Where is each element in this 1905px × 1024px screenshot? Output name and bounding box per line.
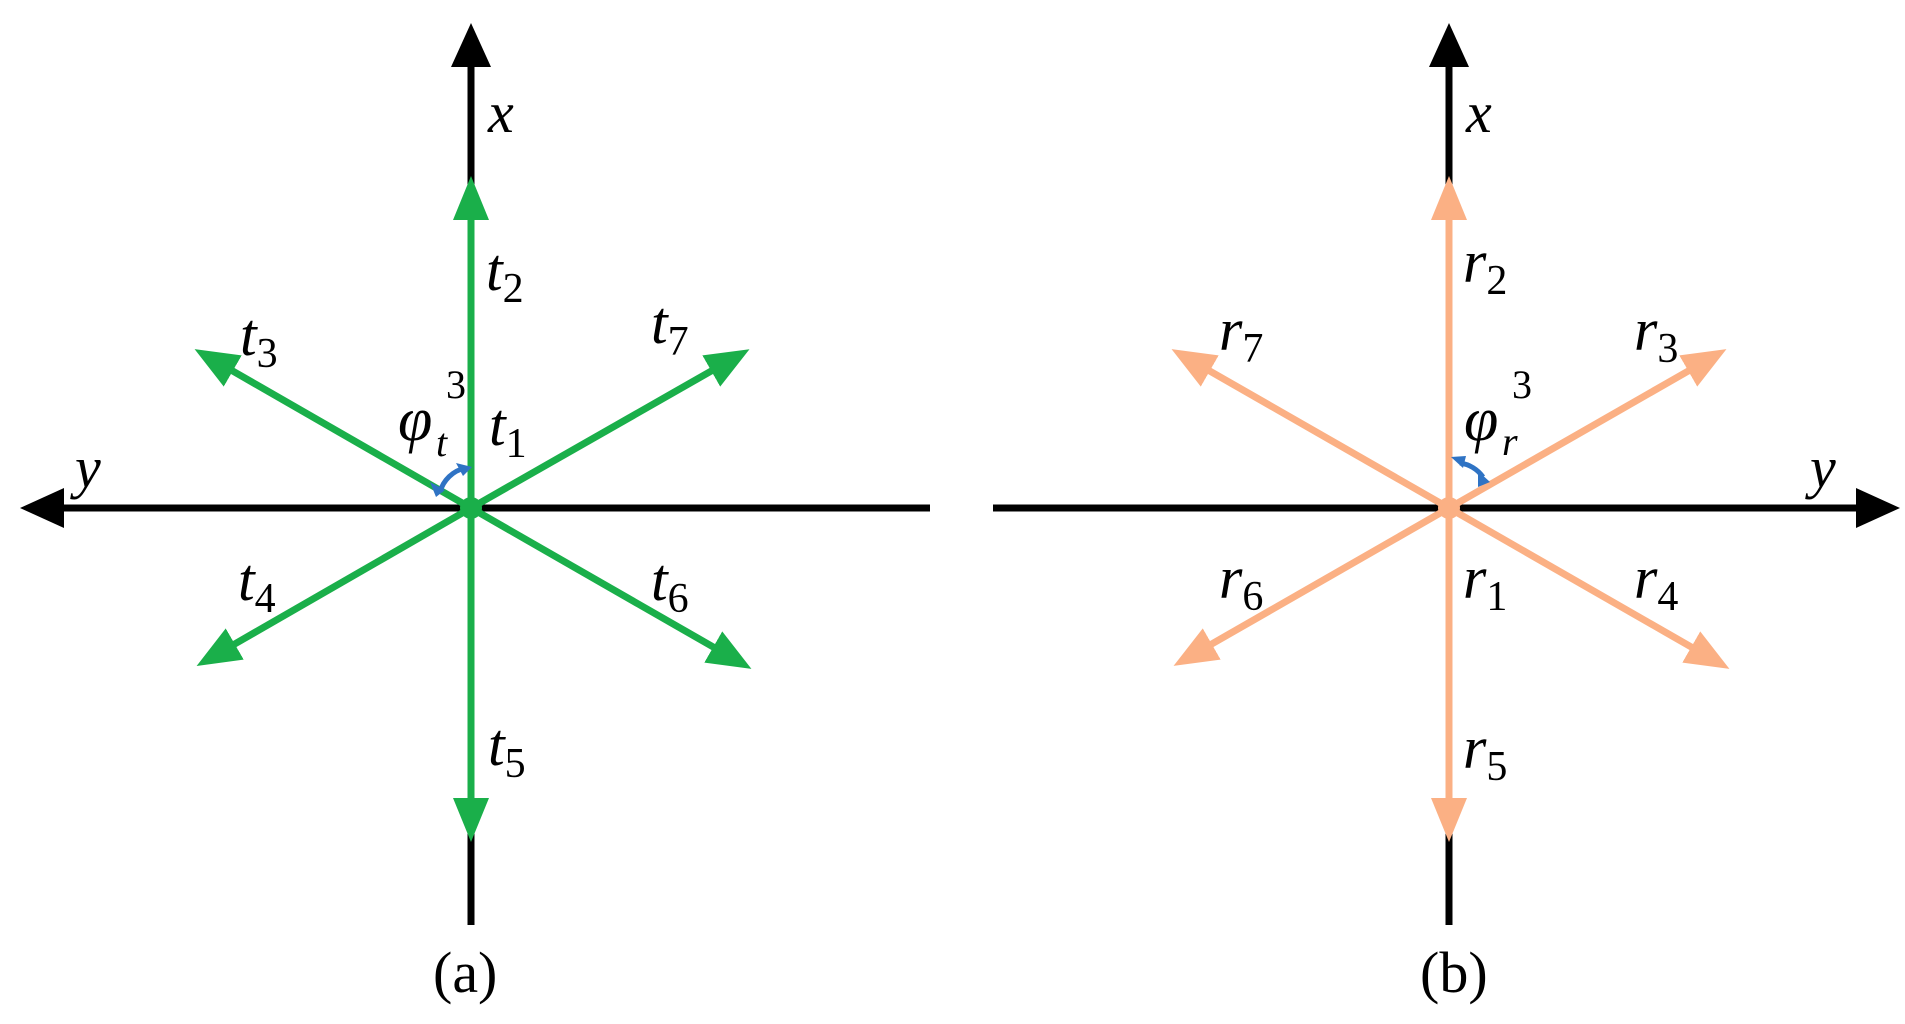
arrow-t3 (194, 349, 473, 512)
angle-label-a-sub: t (436, 420, 448, 465)
label-r4: r4 (1634, 545, 1678, 620)
arrow-t7 (469, 349, 750, 512)
axis-label-x-b: x (1465, 80, 1492, 145)
label-t3: t3 (240, 302, 278, 377)
axis-label-x-a: x (487, 80, 514, 145)
panel-a-transmit-arrows (194, 176, 752, 842)
label-t4: t4 (238, 547, 276, 622)
angle-marker-b (1451, 456, 1490, 487)
label-r5: r5 (1463, 715, 1507, 790)
arrow-t6 (469, 504, 752, 669)
label-r2: r2 (1463, 229, 1507, 304)
axis-label-y-a: y (70, 435, 101, 500)
angle-label-b-sup: 3 (1512, 362, 1532, 407)
label-t5: t5 (488, 712, 526, 787)
label-r1: r1 (1463, 545, 1507, 620)
origin-dot-b (1438, 497, 1460, 519)
angle-marker-a (430, 463, 472, 497)
arrow-r6 (1173, 504, 1451, 666)
panel-b: x y r2 r7 r3 r6 r1 r4 r5 φ r 3 (b) (993, 23, 1900, 1005)
panel-a: x y t2 t3 t7 t1 t4 t6 t5 φ t 3 (a) (20, 23, 930, 1005)
label-r3: r3 (1634, 297, 1678, 372)
arrow-r3 (1447, 349, 1727, 512)
caption-b: (b) (1420, 940, 1488, 1005)
angle-label-b: φ (1464, 386, 1498, 454)
angle-label-a: φ (398, 386, 432, 454)
caption-a: (a) (433, 940, 497, 1005)
axis-label-y-b: y (1805, 435, 1836, 500)
arrow-r4 (1447, 504, 1730, 669)
panel-b-receive-arrows (1171, 176, 1730, 842)
label-r7: r7 (1219, 297, 1263, 372)
label-t7: t7 (651, 290, 689, 365)
arrow-t4 (196, 504, 473, 666)
angle-label-b-sub: r (1502, 419, 1518, 464)
label-r6: r6 (1219, 545, 1263, 620)
label-t1: t1 (489, 392, 527, 467)
origin-dot-a (460, 497, 482, 519)
angle-label-a-sup: 3 (446, 362, 466, 407)
label-t2: t2 (486, 237, 524, 312)
label-t6: t6 (651, 547, 689, 622)
arrow-r7 (1171, 349, 1451, 512)
